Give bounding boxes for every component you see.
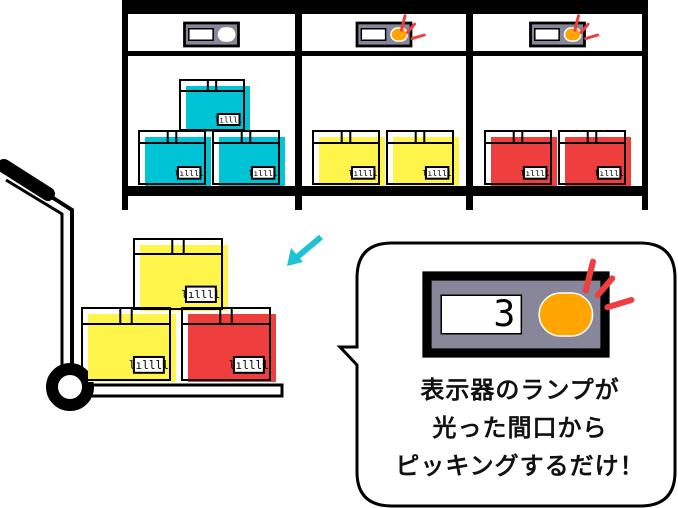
box-tape: [512, 130, 524, 144]
barcode-label: [596, 166, 622, 180]
box-tape: [166, 130, 178, 144]
cardboard-box: lıllll: [558, 130, 631, 186]
indicator-display: [188, 28, 214, 41]
callout-line-3: ピッキングするだけ！: [395, 452, 645, 480]
barcode-text: lıllll: [181, 288, 220, 301]
cart-grip: [0, 159, 55, 201]
barcode-label: [176, 166, 202, 180]
cardboard-box: lıllll: [81, 307, 176, 382]
barcode-label: [132, 355, 165, 374]
box-tape: [414, 130, 426, 144]
indicator-display: [440, 294, 523, 335]
cardboard-box: lıllll: [312, 130, 385, 186]
cardboard-box: lıllll: [181, 307, 276, 382]
box-tape: [586, 130, 598, 144]
barcode-text: lıllll: [248, 168, 278, 178]
barcode-text: lıllll: [422, 168, 452, 178]
lamp-lit: [538, 292, 594, 337]
cardboard-box: lıllll: [133, 238, 228, 311]
box-tape: [240, 130, 252, 144]
barcode-label: [250, 166, 276, 180]
barcode-text: lıllll: [520, 168, 550, 178]
box-tape: [171, 238, 185, 255]
barcode-text: lıllll: [174, 168, 204, 178]
pick-indicator: 3: [422, 258, 635, 358]
barcode-label: [184, 285, 217, 304]
barcode-text: lıllll: [129, 359, 169, 372]
box-tape: [206, 79, 218, 92]
cart-handle-inner: [5, 178, 64, 378]
shelf-header-divider: [122, 51, 648, 56]
barcode-text: lıllll: [215, 115, 243, 124]
barcode-label: [350, 166, 376, 180]
shelf-post: [642, 0, 648, 210]
indicator-display: [534, 28, 560, 41]
pick-indicator: [183, 21, 240, 48]
callout-line-2: 光った間口から: [432, 414, 608, 442]
callout-line-1: 表示器のランプが: [420, 376, 620, 404]
shelf-top-beam: [122, 0, 648, 14]
lamp-glow-icon: [399, 14, 426, 41]
cart-wheel: [46, 363, 94, 411]
cardboard-box: lıllll: [484, 130, 557, 186]
barcode-label: [522, 166, 548, 180]
barcode-text: lıllll: [594, 168, 624, 178]
cardboard-box: lıllll: [138, 130, 211, 186]
shelf-rack: [122, 0, 648, 210]
cardboard-box: lıllll: [212, 130, 285, 186]
box-tape: [340, 130, 352, 144]
shelf-post: [295, 0, 302, 210]
pick-indicator: [529, 14, 600, 48]
lamp-lit: [390, 27, 408, 42]
indicator-display: [360, 28, 387, 41]
lamp-lit: [563, 27, 582, 42]
cardboard-box: lıllll: [179, 79, 250, 132]
barcode-label: [216, 113, 241, 126]
barcode-text: lıllll: [348, 168, 378, 178]
box-tape: [119, 307, 133, 325]
arrow-down-left-icon: [287, 234, 323, 266]
lamp-glow-icon: [573, 14, 600, 41]
barcode-label: [424, 166, 450, 180]
cardboard-box: lıllll: [386, 130, 459, 186]
lamp-glow-icon: [582, 258, 635, 311]
shelf-post: [122, 0, 128, 210]
cart-base-plate: [78, 383, 284, 398]
pick-indicator: [355, 14, 426, 48]
shelf-floor-beam: [122, 186, 648, 196]
hand-truck: [0, 159, 284, 411]
barcode-text: lıllll: [229, 359, 269, 372]
indicator-value: 3: [493, 292, 515, 335]
box-tape: [219, 307, 233, 325]
barcode-label: [232, 355, 265, 374]
shelf-post: [466, 0, 473, 210]
lamp-off: [217, 27, 236, 42]
